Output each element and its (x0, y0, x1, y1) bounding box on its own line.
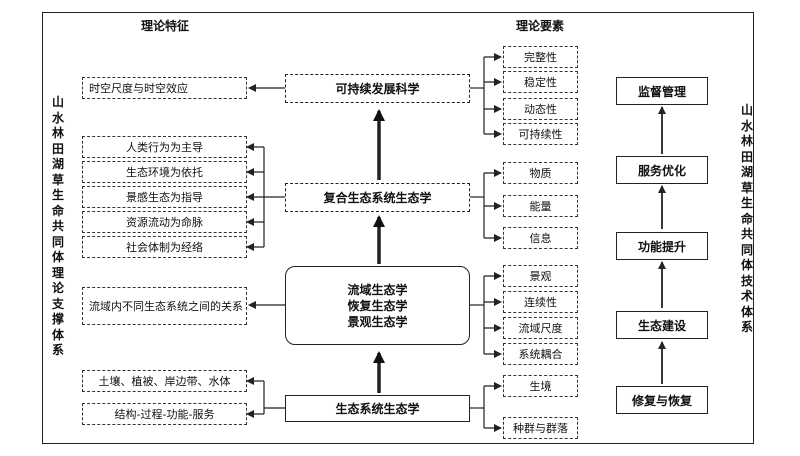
element-habitat: 生境 (503, 375, 578, 397)
tech-function-enhancement: 功能提升 (616, 232, 708, 260)
tech-ecological-construction: 生态建设 (616, 311, 708, 339)
element-integrity: 完整性 (503, 46, 578, 68)
element-stability: 稳定性 (503, 71, 578, 93)
feature-resource-flow: 资源流动为命脉 (82, 211, 247, 233)
right-vertical-title: 山水林田湖草生命共同体技术体系 (740, 103, 753, 334)
features-header: 理论特征 (140, 19, 189, 33)
element-energy: 能量 (503, 195, 578, 217)
feature-landsenses: 景感生态为指导 (82, 186, 247, 208)
element-continuity: 连续性 (503, 291, 578, 313)
feature-social-system: 社会体制为经络 (82, 236, 247, 258)
tech-restoration: 修复与恢复 (616, 386, 708, 414)
tech-service-optimization: 服务优化 (616, 156, 708, 184)
landscape-ecology-label: 景观生态学 (347, 314, 408, 329)
basin-ecology-label: 流域生态学 (347, 282, 408, 297)
ecosystem-ecology-box: 生态系统生态学 (285, 395, 470, 422)
composite-ecology-box: 复合生态系统生态学 (285, 183, 470, 212)
left-vertical-title: 山水林田湖草生命共同体理论支撑体系 (51, 95, 64, 357)
feature-basin-relations: 流域内不同生态系统之间的关系 (82, 287, 247, 325)
element-dynamics: 动态性 (503, 98, 578, 120)
element-sustainability: 可持续性 (503, 123, 578, 145)
feature-environment: 生态环境为依托 (82, 161, 247, 183)
basin-ecology-box: 流域生态学 恢复生态学 景观生态学 (285, 266, 470, 345)
element-matter: 物质 (503, 162, 578, 184)
outer-frame (42, 12, 754, 444)
feature-human-behavior: 人类行为为主导 (82, 136, 247, 158)
feature-spacetime: 时空尺度与时空效应 (82, 77, 247, 99)
elements-header: 理论要素 (515, 19, 564, 33)
feature-structure-process: 结构-过程-功能-服务 (82, 403, 247, 425)
element-system-coupling: 系统耦合 (503, 343, 578, 365)
element-population-community: 种群与群落 (503, 417, 578, 439)
tech-supervision: 监督管理 (616, 77, 708, 105)
sustainable-science-box: 可持续发展科学 (285, 74, 470, 103)
feature-soil-vegetation: 土壤、植被、岸边带、水体 (82, 370, 247, 392)
element-information: 信息 (503, 227, 578, 249)
element-basin-scale: 流域尺度 (503, 317, 578, 339)
restoration-ecology-label: 恢复生态学 (347, 298, 408, 313)
element-landscape: 景观 (503, 265, 578, 287)
